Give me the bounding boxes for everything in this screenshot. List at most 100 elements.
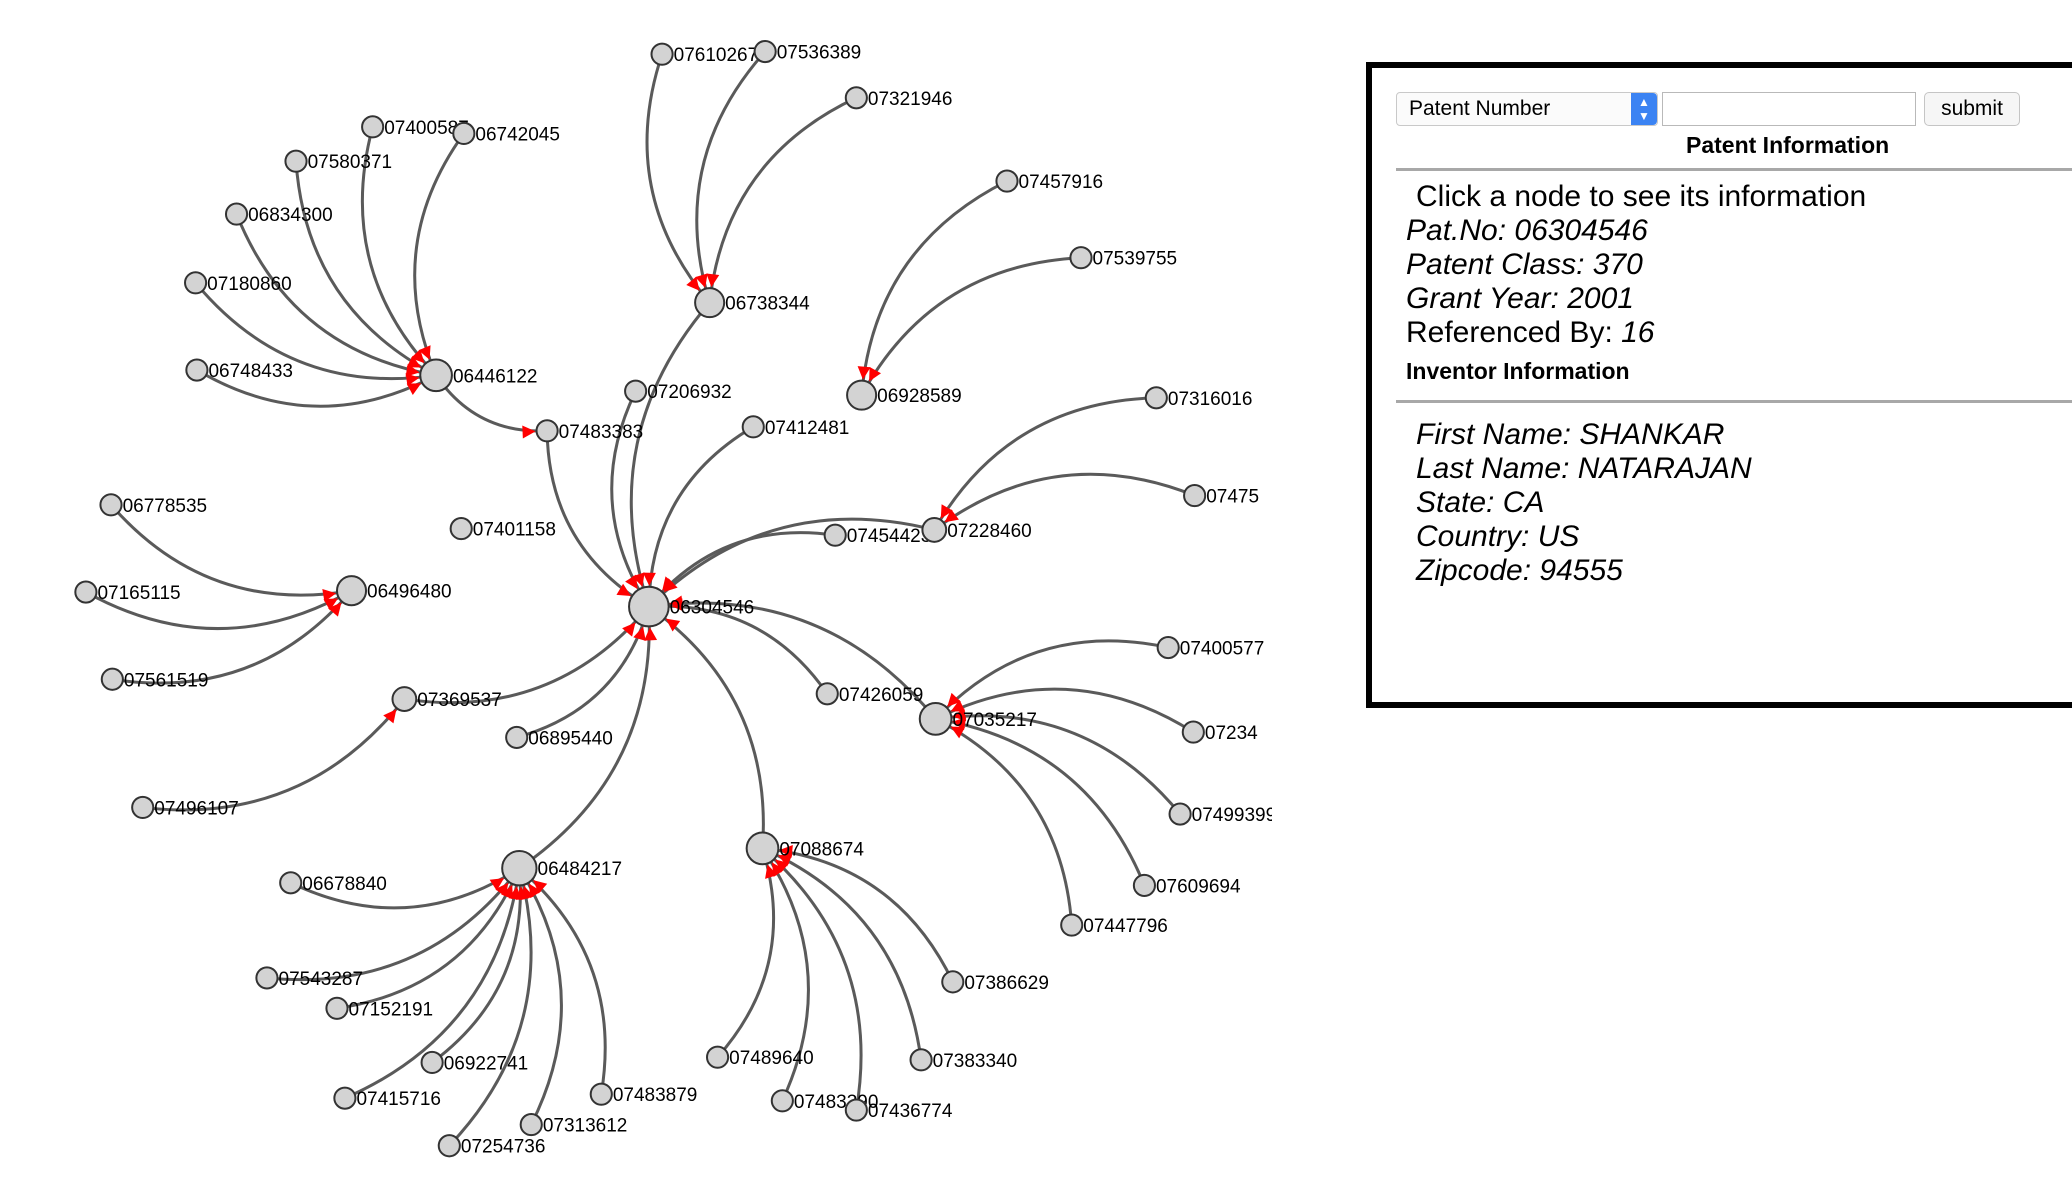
node-circle[interactable] bbox=[100, 667, 124, 691]
node-circle[interactable] bbox=[131, 795, 155, 820]
patent-node[interactable]: 07475 bbox=[1183, 483, 1259, 508]
patent-node[interactable]: 06496480 bbox=[335, 575, 452, 607]
node-circle[interactable] bbox=[753, 39, 777, 64]
patent-node[interactable]: 07369537 bbox=[391, 686, 502, 712]
patent-node[interactable]: 07426059 bbox=[815, 682, 924, 706]
node-circle[interactable] bbox=[224, 202, 249, 226]
patent-node[interactable]: 06748433 bbox=[185, 358, 293, 382]
node-circle[interactable] bbox=[333, 1086, 357, 1110]
node-circle[interactable] bbox=[694, 287, 726, 319]
patent-node[interactable]: 07454423 bbox=[823, 523, 932, 548]
chevron-up-down-icon[interactable]: ▲▼ bbox=[1631, 93, 1657, 125]
patent-node[interactable]: 06895440 bbox=[505, 725, 613, 750]
patent-node[interactable]: 07610267 bbox=[650, 42, 758, 67]
patent-node[interactable]: 06304546 bbox=[628, 585, 754, 628]
node-circle[interactable] bbox=[1069, 246, 1093, 270]
node-circle[interactable] bbox=[185, 358, 209, 382]
patent-node[interactable]: 07499399 bbox=[1168, 802, 1272, 826]
patent-node[interactable]: 07152191 bbox=[325, 996, 433, 1021]
node-circle[interactable] bbox=[255, 966, 279, 990]
node-circle[interactable] bbox=[650, 42, 674, 66]
node-circle[interactable] bbox=[74, 580, 98, 604]
node-circle[interactable] bbox=[844, 86, 868, 110]
node-circle[interactable] bbox=[335, 575, 368, 607]
patent-node[interactable]: 06928589 bbox=[846, 379, 962, 411]
node-circle[interactable] bbox=[284, 149, 308, 173]
node-circle[interactable] bbox=[995, 169, 1019, 193]
node-circle[interactable] bbox=[1181, 720, 1205, 744]
node-circle[interactable] bbox=[1060, 913, 1084, 937]
node-circle[interactable] bbox=[501, 850, 538, 887]
node-circle[interactable] bbox=[420, 1050, 444, 1075]
patent-node[interactable]: 07088674 bbox=[745, 831, 865, 866]
node-circle[interactable] bbox=[184, 271, 208, 295]
node-circle[interactable] bbox=[437, 1134, 461, 1158]
patent-node[interactable]: 07412481 bbox=[741, 415, 850, 439]
patent-node[interactable]: 07180860 bbox=[184, 271, 292, 295]
node-circle[interactable] bbox=[1132, 873, 1156, 897]
node-circle[interactable] bbox=[770, 1089, 794, 1113]
patent-node[interactable]: 06446122 bbox=[419, 358, 537, 393]
patent-node[interactable]: 07609694 bbox=[1132, 873, 1241, 898]
node-circle[interactable] bbox=[815, 682, 839, 706]
node-circle[interactable] bbox=[846, 379, 878, 411]
patent-node[interactable]: 06678840 bbox=[279, 871, 387, 895]
patent-node[interactable]: 07321946 bbox=[844, 86, 953, 110]
node-circle[interactable] bbox=[391, 686, 418, 712]
patent-node[interactable]: 07536389 bbox=[753, 39, 862, 64]
node-circle[interactable] bbox=[449, 517, 473, 541]
citation-network-graph[interactable]: 06304546 07483383 07206932 07412481 07401158… bbox=[0, 0, 1272, 1180]
search-input[interactable] bbox=[1662, 92, 1916, 126]
patent-node[interactable]: 07313612 bbox=[519, 1113, 628, 1137]
patent-node[interactable]: 07400587 bbox=[361, 115, 469, 139]
node-circle[interactable] bbox=[909, 1048, 933, 1072]
patent-node[interactable]: 06742045 bbox=[452, 121, 560, 146]
patent-node[interactable]: 07206932 bbox=[624, 379, 732, 404]
patent-node[interactable]: 07165115 bbox=[74, 580, 181, 604]
node-circle[interactable] bbox=[706, 1045, 730, 1069]
patent-node[interactable]: 07415716 bbox=[333, 1086, 441, 1111]
node-circle[interactable] bbox=[624, 379, 648, 403]
patent-node[interactable]: 07489640 bbox=[706, 1045, 814, 1070]
patent-node[interactable]: 07543287 bbox=[255, 966, 363, 990]
node-circle[interactable] bbox=[1183, 483, 1207, 508]
graph-canvas[interactable]: 06304546 07483383 07206932 07412481 07401158… bbox=[0, 0, 1272, 1180]
node-circle[interactable] bbox=[279, 871, 303, 895]
patent-node[interactable]: 07483383 bbox=[535, 419, 644, 443]
node-circle[interactable] bbox=[505, 725, 529, 749]
patent-node[interactable]: 06778535 bbox=[99, 493, 207, 517]
patent-node[interactable]: 07401158 bbox=[449, 517, 556, 541]
node-circle[interactable] bbox=[589, 1082, 613, 1106]
node-circle[interactable] bbox=[452, 121, 476, 146]
patent-node[interactable]: 07316016 bbox=[1144, 386, 1253, 410]
node-circle[interactable] bbox=[519, 1113, 543, 1137]
patent-node[interactable]: 07457916 bbox=[995, 169, 1103, 193]
node-circle[interactable] bbox=[1156, 635, 1180, 660]
node-circle[interactable] bbox=[361, 115, 385, 139]
patent-node[interactable]: 07383340 bbox=[909, 1048, 1018, 1072]
node-circle[interactable] bbox=[1144, 386, 1168, 410]
node-circle[interactable] bbox=[844, 1098, 868, 1122]
patent-node[interactable]: 07539755 bbox=[1069, 246, 1177, 270]
search-type-select[interactable]: Patent Number ▲▼ bbox=[1396, 92, 1658, 126]
node-circle[interactable] bbox=[628, 585, 670, 628]
patent-node[interactable]: 07254736 bbox=[437, 1134, 546, 1158]
node-circle[interactable] bbox=[1168, 802, 1192, 826]
patent-node[interactable]: 07496107 bbox=[131, 795, 239, 820]
node-circle[interactable] bbox=[918, 702, 953, 736]
patent-node[interactable]: 06738344 bbox=[694, 287, 810, 319]
node-circle[interactable] bbox=[741, 415, 765, 439]
node-circle[interactable] bbox=[535, 419, 559, 443]
patent-node[interactable]: 06922741 bbox=[420, 1050, 529, 1075]
patent-node[interactable]: 07561519 bbox=[100, 667, 209, 692]
patent-node[interactable]: 07447796 bbox=[1060, 913, 1168, 937]
patent-node[interactable]: 07234 bbox=[1181, 720, 1258, 745]
patent-node[interactable]: 07400577 bbox=[1156, 635, 1265, 660]
node-circle[interactable] bbox=[823, 523, 847, 547]
node-circle[interactable] bbox=[745, 831, 780, 866]
node-circle[interactable] bbox=[941, 970, 965, 994]
node-circle[interactable] bbox=[325, 996, 349, 1020]
node-circle[interactable] bbox=[419, 358, 453, 393]
patent-node[interactable]: 07386629 bbox=[941, 970, 1049, 994]
patent-node[interactable]: 06484217 bbox=[501, 850, 622, 887]
